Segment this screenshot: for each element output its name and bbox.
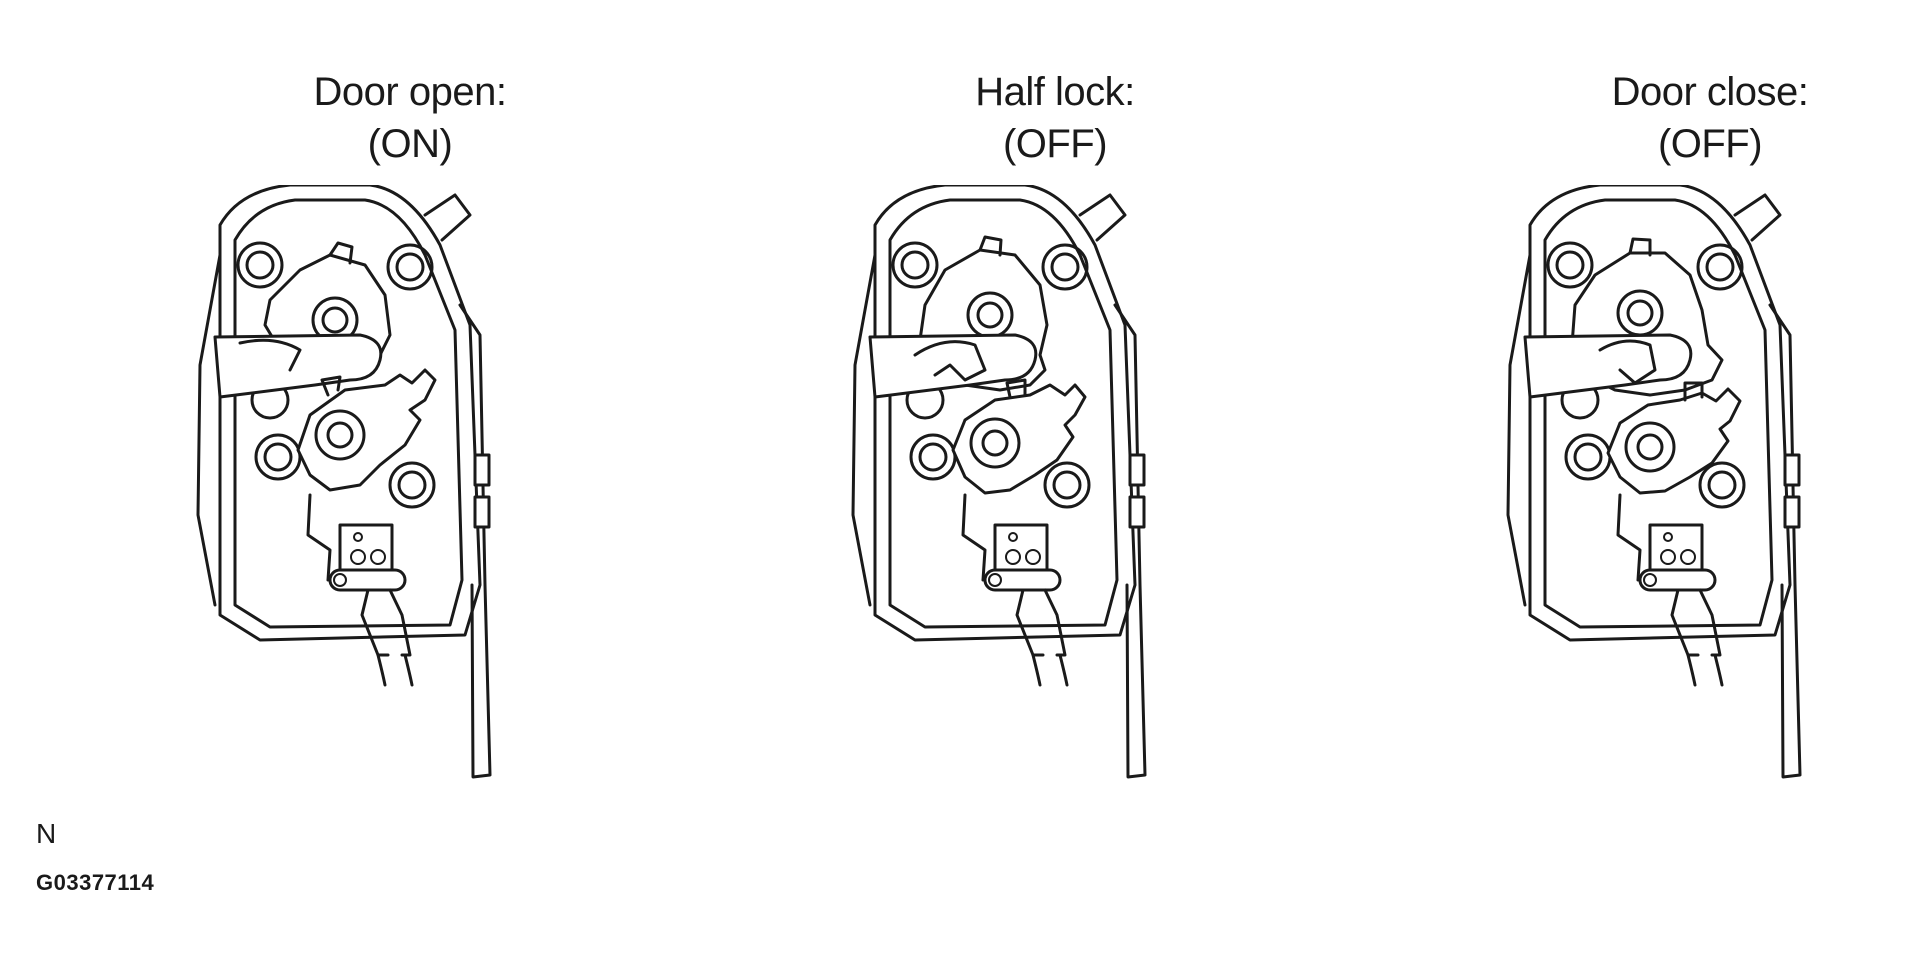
door-lock-illustration <box>1506 185 1802 779</box>
door-lock-drawing <box>835 185 1165 825</box>
switch-state: (OFF) <box>1657 122 1763 166</box>
corner-letter: N <box>36 818 57 849</box>
panel-caption: Door open: (ON) <box>220 66 600 170</box>
figure-code: G03377114 <box>36 870 155 895</box>
door-lock-illustration <box>196 185 492 779</box>
switch-state: (ON) <box>367 122 453 166</box>
half-lock-panel: Half lock: (OFF) <box>835 0 1395 860</box>
door-open-panel: Door open: (ON) <box>180 0 740 860</box>
switch-state: (OFF) <box>1002 122 1108 166</box>
panel-title: Door close: <box>1611 70 1809 114</box>
door-lock-drawing <box>1490 185 1820 825</box>
panel-caption: Half lock: (OFF) <box>865 66 1245 170</box>
door-lock-drawing <box>180 185 510 825</box>
panel-caption: Door close: (OFF) <box>1520 66 1900 170</box>
door-close-panel: Door close: (OFF) <box>1490 0 1921 860</box>
door-lock-illustration <box>851 185 1147 779</box>
panel-title: Half lock: <box>975 70 1135 114</box>
panel-title: Door open: <box>313 70 507 114</box>
